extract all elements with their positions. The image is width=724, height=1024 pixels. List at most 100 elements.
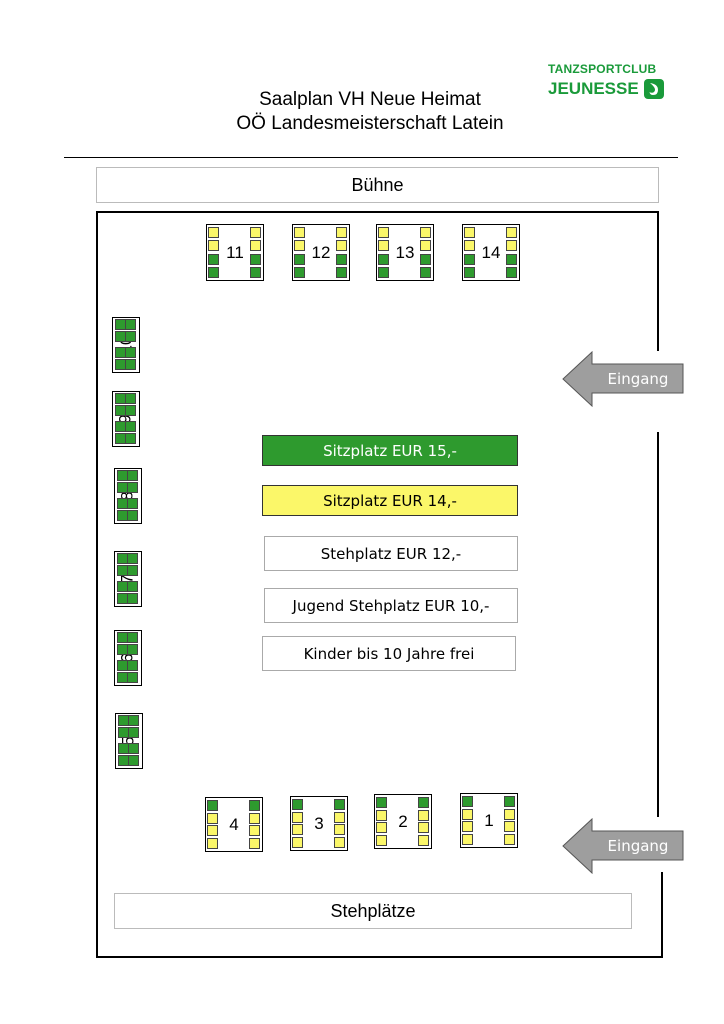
seat [336, 266, 347, 278]
seat [294, 227, 305, 239]
table-number: 11 [226, 242, 244, 262]
table-6: 6 [114, 630, 142, 686]
club-logo: TANZSPORTCLUB JEUNESSE [548, 62, 665, 100]
table-12: 12 [292, 224, 350, 281]
seat [376, 822, 387, 834]
seat [506, 227, 517, 239]
entrance-bottom: Eingang [562, 817, 684, 875]
seat [294, 266, 305, 278]
seat [292, 811, 303, 823]
seat [208, 240, 219, 252]
seat [207, 812, 218, 824]
seat [378, 227, 389, 239]
legend-item-seat-14: Sitzplatz EUR 14,- [262, 485, 518, 516]
seat [464, 227, 475, 239]
seat [127, 632, 138, 643]
seat [504, 821, 515, 833]
seat [420, 240, 431, 252]
seat [207, 799, 218, 811]
seat [207, 838, 218, 850]
seat [418, 796, 429, 808]
seat [249, 812, 260, 824]
hall-wall-right-upper [657, 211, 659, 351]
seat [127, 553, 138, 564]
seat [464, 253, 475, 265]
hall-wall-top [96, 211, 658, 213]
arrow-left-icon [562, 817, 684, 875]
table-number: 3 [314, 813, 324, 833]
seat [127, 565, 138, 576]
seat [127, 660, 138, 671]
seat [127, 510, 138, 521]
seat [464, 240, 475, 252]
seat [418, 822, 429, 834]
seat [418, 835, 429, 847]
table-11: 11 [206, 224, 264, 281]
seat [127, 644, 138, 655]
seat [294, 240, 305, 252]
hall-wall-right-lower [661, 872, 663, 958]
arrow-left-icon [562, 350, 684, 408]
seat [292, 824, 303, 836]
logo-swirl-icon [643, 79, 664, 99]
legend-item-children-free: Kinder bis 10 Jahre frei [262, 636, 516, 671]
seat [506, 266, 517, 278]
seat [125, 433, 136, 444]
seat [376, 796, 387, 808]
seat [125, 405, 136, 416]
header-divider [64, 157, 678, 158]
seat [334, 837, 345, 849]
seat [462, 795, 473, 807]
seat [127, 498, 138, 509]
seat [125, 319, 136, 330]
legend-item-seat-15: Sitzplatz EUR 15,- [262, 435, 518, 466]
table-number: 13 [395, 242, 415, 262]
seat [128, 755, 139, 766]
seat [208, 253, 219, 265]
seat [462, 834, 473, 846]
logo-line-2: JEUNESSE [548, 79, 639, 98]
seat [250, 240, 261, 252]
seat [294, 253, 305, 265]
seat [504, 795, 515, 807]
seat [208, 227, 219, 239]
seat [420, 266, 431, 278]
table-14: 14 [462, 224, 520, 281]
seat [378, 266, 389, 278]
seat [336, 253, 347, 265]
seat [334, 798, 345, 810]
table-8: 8 [114, 468, 142, 524]
seat [292, 798, 303, 810]
seat [336, 240, 347, 252]
seat [506, 240, 517, 252]
seat [336, 227, 347, 239]
logo-line-1: TANZSPORTCLUB [548, 62, 657, 76]
table-10: 10 [112, 317, 140, 373]
seat [125, 359, 136, 370]
seat [127, 482, 138, 493]
seat [125, 421, 136, 432]
seat [128, 727, 139, 738]
table-number: 14 [481, 242, 501, 262]
table-number: 12 [311, 242, 331, 262]
seat [464, 266, 475, 278]
seat [127, 672, 138, 683]
seat [420, 227, 431, 239]
seat [334, 824, 345, 836]
table-13: 13 [376, 224, 434, 281]
table-1: 1 [460, 793, 518, 848]
seat [127, 470, 138, 481]
seat [462, 821, 473, 833]
seat [376, 835, 387, 847]
entrance-top: Eingang [562, 350, 684, 408]
seat [376, 809, 387, 821]
seat [125, 347, 136, 358]
table-9: 9 [112, 391, 140, 447]
seat [250, 253, 261, 265]
seat [418, 809, 429, 821]
table-number: 4 [229, 814, 239, 834]
seat [334, 811, 345, 823]
table-3: 3 [290, 796, 348, 851]
hall-wall-right-middle [657, 432, 659, 817]
legend-item-youth-standing-10: Jugend Stehplatz EUR 10,- [264, 588, 518, 623]
